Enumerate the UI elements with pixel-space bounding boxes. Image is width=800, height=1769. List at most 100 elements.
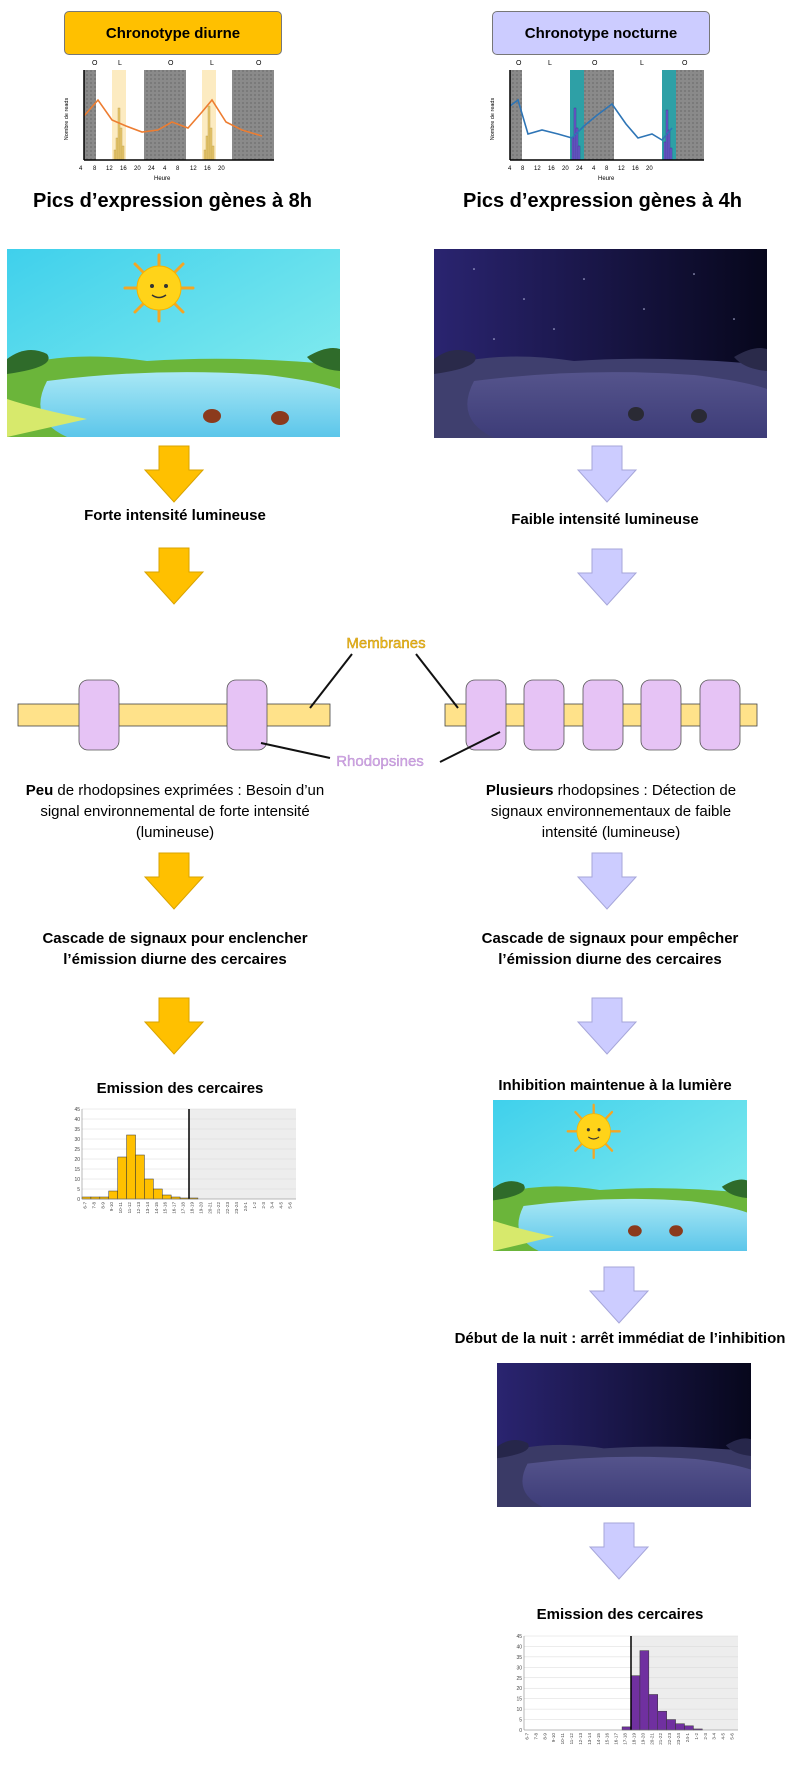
svg-text:24: 24 — [576, 166, 583, 172]
x-tick-label: 12-13 — [136, 1202, 141, 1214]
x-tick-label: 17-18 — [623, 1733, 628, 1745]
period-label: O — [168, 60, 174, 67]
x-tick-label: 5-6 — [288, 1202, 293, 1209]
rhodopsines-label: Rhodopsines — [336, 753, 424, 770]
y-tick-label: 25 — [516, 1676, 522, 1682]
arrow-down-icon — [576, 548, 638, 606]
snail — [628, 1225, 642, 1237]
x-tick-label: 18-19 — [631, 1733, 636, 1745]
x-tick-label: 4-5 — [279, 1202, 284, 1209]
bar — [666, 1719, 676, 1731]
x-tick-label: 22-23 — [667, 1733, 672, 1745]
x-tick-label: 2-3 — [703, 1733, 708, 1740]
y-tick-label: 15 — [516, 1697, 522, 1703]
y-tick-label: 45 — [74, 1107, 80, 1113]
bar — [108, 1190, 118, 1200]
snail — [669, 1225, 683, 1237]
y-tick-label: 40 — [516, 1644, 522, 1650]
x-tick-label: 3-4 — [270, 1202, 275, 1209]
x-tick-label: 4-5 — [721, 1733, 726, 1740]
svg-text:16: 16 — [120, 166, 127, 172]
rhodo-text-right: Plusieurs rhodopsines : Détection de sig… — [466, 780, 756, 843]
x-tick-label: 17-18 — [181, 1202, 186, 1214]
period-label: L — [210, 60, 214, 67]
night-pond-scene — [434, 249, 767, 438]
bar — [630, 1675, 641, 1731]
period-label: O — [516, 60, 522, 67]
intensity-label-right: Faible intensité lumineuse — [511, 511, 699, 528]
x-tick-label: 22-23 — [225, 1202, 230, 1214]
bar — [117, 1156, 127, 1200]
svg-text:20: 20 — [562, 166, 569, 172]
rhodo-bold-right: Plusieurs — [485, 782, 554, 799]
svg-text:12: 12 — [618, 166, 625, 172]
y-tick-label: 5 — [77, 1187, 80, 1193]
x-tick-label: 20-21 — [207, 1202, 212, 1214]
period-label: L — [548, 60, 552, 67]
bar — [81, 1196, 92, 1200]
dark-band — [676, 70, 704, 160]
rhodo-body-left: de rhodopsines exprimées : Besoin d’un s… — [40, 782, 325, 841]
x-tick-label: 8-9 — [542, 1733, 547, 1740]
y-tick-label: 30 — [516, 1665, 522, 1671]
peaks-title-left: Pics d’expression gènes à 8h — [32, 190, 312, 212]
y-tick-label: 40 — [74, 1117, 80, 1123]
bar — [135, 1154, 145, 1200]
dark-band — [144, 70, 186, 160]
x-tick-label: 1-2 — [252, 1202, 257, 1209]
peaks-title-right: Pics d’expression gènes à 4h — [462, 190, 742, 212]
bar — [170, 1196, 181, 1200]
arrow-down-icon — [143, 547, 205, 605]
bar — [648, 1694, 658, 1731]
svg-text:8: 8 — [521, 166, 525, 172]
svg-text:12: 12 — [190, 166, 197, 172]
rhodo-text-left: Peu de rhodopsines exprimées : Besoin d’… — [10, 780, 340, 843]
day-pond-scene-small — [493, 1100, 747, 1251]
bar — [162, 1194, 172, 1200]
x-ticks: 4 8 12 16 20 24 4 8 12 16 20 — [508, 166, 653, 172]
x-tick-label: 9-10 — [109, 1202, 114, 1212]
svg-text:8: 8 — [176, 166, 180, 172]
period-label: O — [256, 60, 262, 67]
night-region — [189, 1109, 296, 1199]
sun-icon — [566, 1103, 621, 1160]
emission-title-left: Emission des cercaires — [96, 1080, 264, 1097]
snail — [628, 407, 644, 421]
x-tick-label: 14-15 — [596, 1733, 601, 1745]
arrow-down-icon — [588, 1266, 650, 1324]
y-tick-label: 45 — [516, 1634, 522, 1640]
bar — [639, 1650, 650, 1731]
svg-text:24: 24 — [148, 166, 155, 172]
x-tick-label: 3-4 — [712, 1733, 717, 1740]
arrow-down-icon — [143, 852, 205, 910]
y-tick-label: 0 — [519, 1728, 522, 1734]
y-tick-label: 25 — [74, 1147, 80, 1153]
stars — [473, 268, 735, 340]
pointer-lines — [260, 653, 501, 763]
bar — [126, 1134, 136, 1200]
x-tick-label: 11-12 — [127, 1202, 132, 1214]
night-peak-band — [662, 70, 676, 160]
svg-text:4: 4 — [592, 166, 596, 172]
bar — [144, 1178, 154, 1200]
membranes-label: Membranes — [346, 635, 425, 652]
x-tick-label: 19-20 — [640, 1733, 645, 1745]
chronotype-nocturne-badge: Chronotype nocturne — [492, 11, 710, 55]
period-label: O — [682, 60, 688, 67]
x-tick-label: 16-17 — [614, 1733, 619, 1745]
expression-curve — [83, 98, 263, 137]
x-tick-label: 21-22 — [658, 1733, 663, 1745]
y-axis-label: Nombre de reads — [490, 98, 496, 141]
sun-icon — [123, 253, 195, 323]
night-pond-scene-small — [497, 1363, 751, 1507]
x-tick-label: 12-13 — [578, 1733, 583, 1745]
y-tick-label: 30 — [74, 1137, 80, 1143]
mini-chart-nocturne: O L O L O Nombre de reads 4 8 12 16 20 2… — [490, 60, 704, 182]
rhodopsin — [226, 679, 268, 751]
cascade-label-right: Cascade de signaux pour empêcher l’émiss… — [481, 930, 739, 968]
dark-band — [232, 70, 274, 160]
x-tick-label: 16-17 — [172, 1202, 177, 1214]
snail — [691, 409, 707, 423]
chronotype-nocturne-label: Chronotype nocturne — [524, 24, 678, 42]
